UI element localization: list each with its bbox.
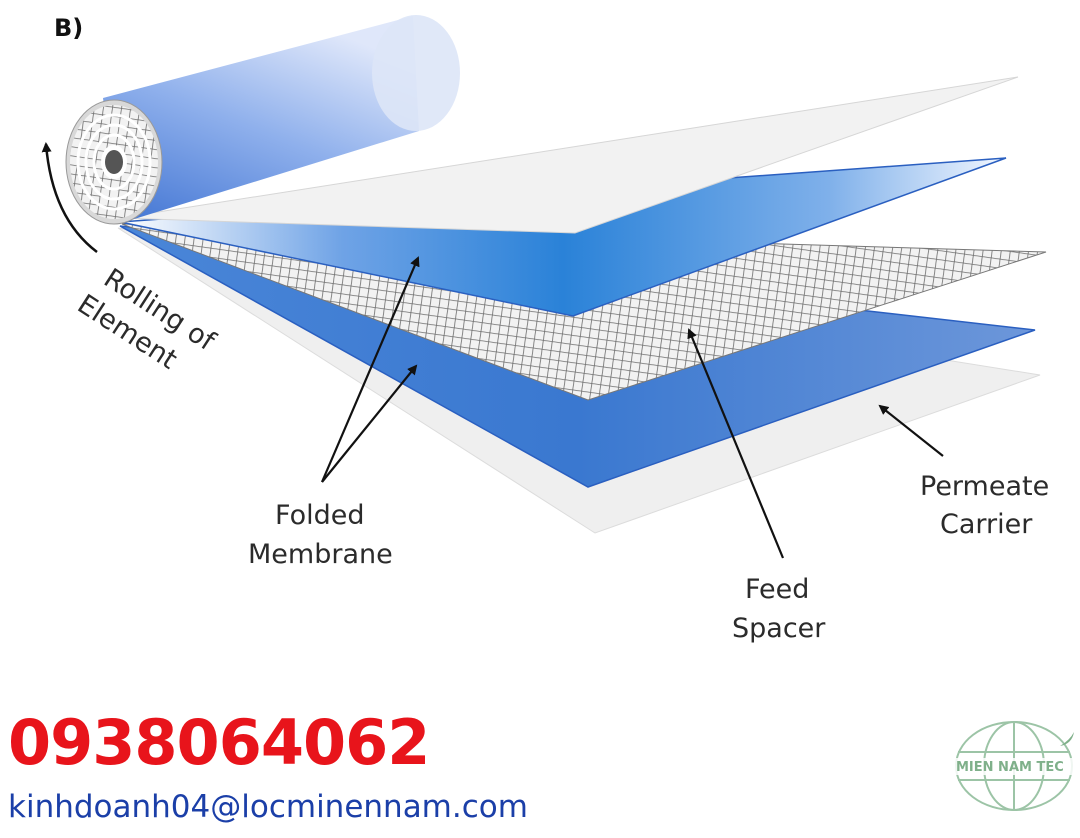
folded-membrane-pointer-upper bbox=[320, 256, 420, 483]
top-white-sheet bbox=[119, 76, 1019, 234]
feed-spacer-label-line2: Spacer bbox=[732, 613, 826, 644]
contact-phone[interactable]: 0938064062 bbox=[8, 706, 430, 779]
rolled-element bbox=[65, 15, 460, 225]
permeate-carrier-pointer bbox=[878, 404, 944, 457]
panel-label: B) bbox=[54, 14, 83, 42]
permeate-carrier-label-line2: Carrier bbox=[940, 509, 1033, 540]
folded-membrane-label-line1: Folded bbox=[275, 500, 364, 531]
rolling-arrow bbox=[41, 142, 98, 253]
folded-membrane-label-line2: Membrane bbox=[248, 539, 393, 570]
feed-spacer-pointer bbox=[687, 328, 785, 559]
leaf-icon bbox=[1060, 732, 1074, 746]
logo-text: MIEN NAM TEC bbox=[956, 760, 1064, 775]
permeate-carrier-label-line1: Permeate bbox=[920, 471, 1049, 502]
folded-membrane-pointer-lower bbox=[321, 364, 418, 483]
contact-email[interactable]: kinhdoanh04@locminennam.com bbox=[8, 789, 528, 825]
feed-spacer-label-line1: Feed bbox=[745, 574, 809, 605]
company-logo: MIEN NAM TEC bbox=[954, 721, 1078, 811]
